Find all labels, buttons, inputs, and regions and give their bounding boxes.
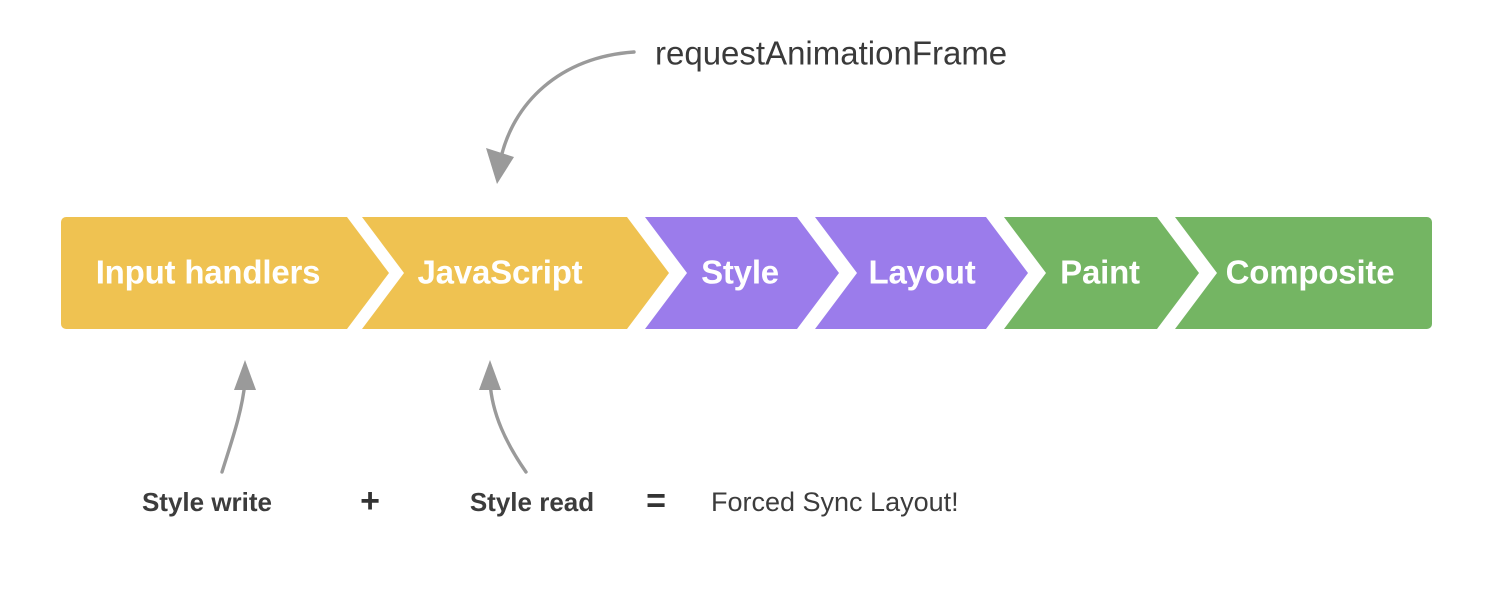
pipeline-stage-input-handlers[interactable]: Input handlers	[61, 217, 389, 329]
stage-shape-layout	[815, 217, 1028, 329]
pipeline-stage-javascript[interactable]: JavaScript	[362, 217, 669, 329]
stage-shape-javascript	[362, 217, 669, 329]
forced-sync-layout-label: Forced Sync Layout!	[711, 487, 959, 517]
pipeline-stage-label-javascript: JavaScript	[418, 254, 583, 291]
style-read-label: Style read	[470, 487, 594, 517]
pipeline-stage-label-style: Style	[701, 254, 779, 291]
style-write-arrow-head-icon	[234, 360, 256, 390]
style-write-arrow-curve	[220, 380, 247, 474]
pipeline-stage-style[interactable]: Style	[645, 217, 839, 329]
equals-operator: =	[646, 482, 666, 520]
stage-shape-input-handlers	[61, 217, 389, 329]
style-read-callout: Style read	[470, 360, 594, 517]
style-read-arrow-curve	[488, 380, 528, 474]
style-read-arrow-head-icon	[479, 360, 501, 390]
stage-shape-style	[645, 217, 839, 329]
pipeline-stage-label-input-handlers: Input handlers	[96, 254, 321, 291]
pipeline-stage-layout[interactable]: Layout	[815, 217, 1028, 329]
pipeline-stage-composite[interactable]: Composite	[1175, 217, 1432, 329]
style-write-label: Style write	[142, 487, 272, 517]
pipeline-stage-label-layout: Layout	[869, 254, 976, 291]
plus-operator: +	[360, 482, 380, 520]
stage-shape-composite	[1175, 217, 1432, 329]
pipeline-stage-paint[interactable]: Paint	[1004, 217, 1199, 329]
pipeline-stage-label-composite: Composite	[1226, 254, 1395, 291]
pipeline-stage-label-paint: Paint	[1060, 254, 1140, 291]
raf-arrow-curve	[498, 50, 636, 164]
raf-label: requestAnimationFrame	[655, 35, 1007, 72]
pipeline-bar: Input handlers JavaScript Style Layout P…	[61, 217, 1432, 329]
style-write-callout: Style write	[142, 360, 272, 517]
stage-shape-paint	[1004, 217, 1199, 329]
raf-callout: requestAnimationFrame	[486, 35, 1007, 184]
raf-arrow-head-icon	[486, 148, 514, 184]
